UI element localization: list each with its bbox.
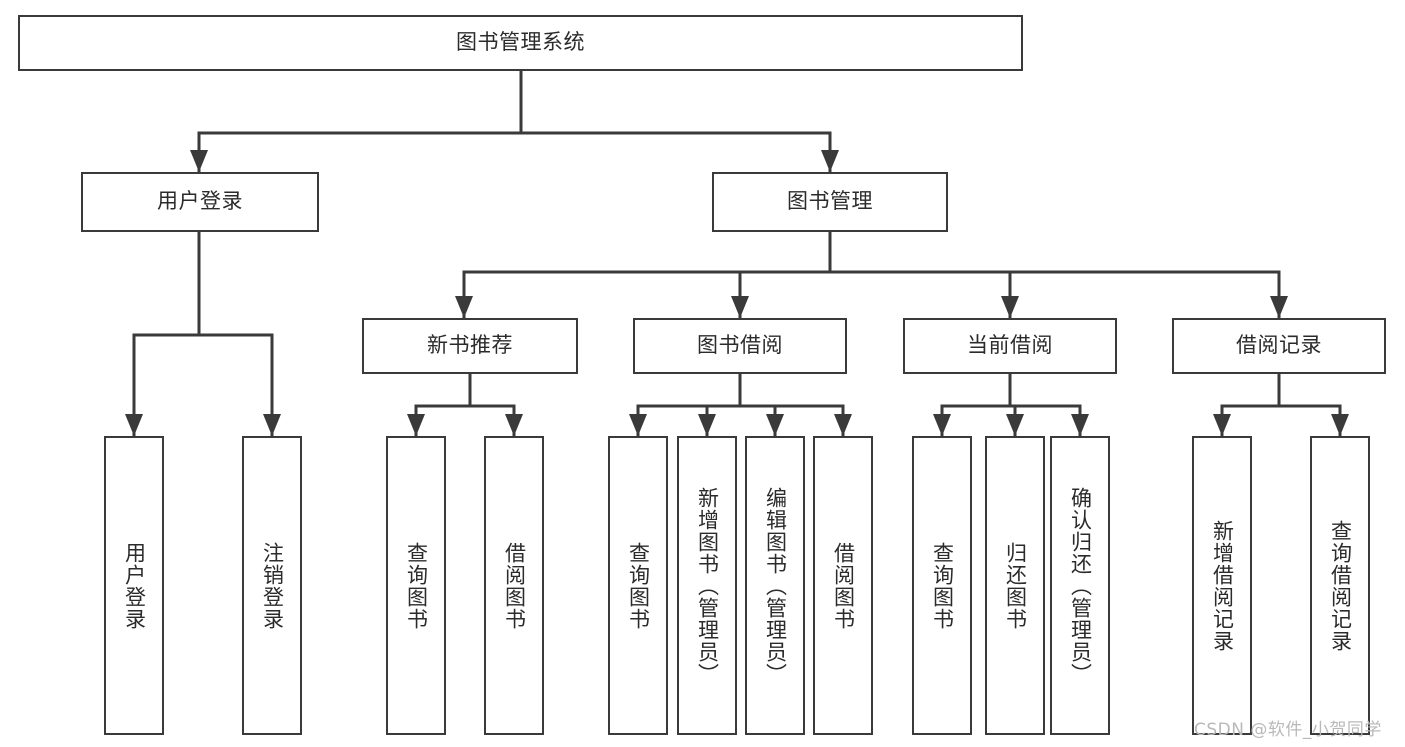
node-leaf-add-book[interactable]: 新增图书（管理员） <box>677 436 737 735</box>
node-label: 图书管理系统 <box>456 30 585 55</box>
node-leaf-query-book-2[interactable]: 查询图书 <box>608 436 668 735</box>
arrowhead-icon <box>505 414 523 436</box>
node-label: 借阅记录 <box>1236 333 1322 358</box>
node-leaf-query-book-3[interactable]: 查询图书 <box>912 436 972 735</box>
node-label: 用户登录 <box>157 189 243 214</box>
arrowhead-icon <box>1001 296 1019 318</box>
node-leaf-borrow-book-2[interactable]: 借阅图书 <box>813 436 873 735</box>
arrowhead-icon <box>1213 414 1231 436</box>
node-label: 归还图书 <box>1003 541 1028 630</box>
node-leaf-edit-book[interactable]: 编辑图书（管理员） <box>745 436 805 735</box>
node-label: 查询借阅记录 <box>1328 519 1353 652</box>
arrowhead-icon <box>263 414 281 436</box>
arrowhead-icon <box>821 150 839 172</box>
node-leaf-logout[interactable]: 注销登录 <box>242 436 302 735</box>
node-leaf-add-record[interactable]: 新增借阅记录 <box>1192 436 1252 735</box>
node-label: 查询图书 <box>930 541 955 630</box>
node-label: 当前借阅 <box>967 333 1053 358</box>
arrowhead-icon <box>1071 414 1089 436</box>
arrowhead-icon <box>407 414 425 436</box>
arrowhead-icon <box>834 414 852 436</box>
node-label: 编辑图书（管理员） <box>763 486 788 685</box>
arrowhead-icon <box>933 414 951 436</box>
node-label: 查询图书 <box>404 541 429 630</box>
node-current-borrow[interactable]: 当前借阅 <box>903 318 1117 374</box>
node-label: 借阅图书 <box>502 541 527 630</box>
node-book-manage[interactable]: 图书管理 <box>712 172 948 232</box>
node-label: 确认归还（管理员） <box>1068 486 1093 685</box>
node-book-borrow[interactable]: 图书借阅 <box>633 318 847 374</box>
node-label: 图书借阅 <box>697 333 783 358</box>
node-label: 用户登录 <box>122 541 147 630</box>
node-leaf-return-book[interactable]: 归还图书 <box>985 436 1045 735</box>
node-user-login[interactable]: 用户登录 <box>81 172 319 232</box>
node-label: 新书推荐 <box>427 333 513 358</box>
node-leaf-borrow-book-1[interactable]: 借阅图书 <box>484 436 544 735</box>
arrowhead-icon <box>1270 296 1288 318</box>
node-label: 注销登录 <box>260 541 285 630</box>
node-root[interactable]: 图书管理系统 <box>18 15 1023 71</box>
arrowhead-icon <box>629 414 647 436</box>
node-leaf-query-record[interactable]: 查询借阅记录 <box>1310 436 1370 735</box>
connector-lines <box>125 69 1349 438</box>
node-label: 新增借阅记录 <box>1210 519 1235 652</box>
node-label: 查询图书 <box>626 541 651 630</box>
node-leaf-confirm-return[interactable]: 确认归还（管理员） <box>1050 436 1110 735</box>
arrowhead-icon <box>1006 414 1024 436</box>
arrowhead-icon <box>731 296 749 318</box>
node-leaf-query-book-1[interactable]: 查询图书 <box>386 436 446 735</box>
arrowhead-icon <box>766 414 784 436</box>
node-label: 新增图书（管理员） <box>695 486 720 685</box>
arrowhead-icon <box>190 150 208 172</box>
node-label: 图书管理 <box>787 189 873 214</box>
node-borrow-record[interactable]: 借阅记录 <box>1172 318 1386 374</box>
arrowhead-icon <box>125 414 143 436</box>
node-new-book-rec[interactable]: 新书推荐 <box>362 318 578 374</box>
arrowhead-icon <box>455 296 473 318</box>
node-leaf-user-login[interactable]: 用户登录 <box>104 436 164 735</box>
arrowhead-icon <box>698 414 716 436</box>
arrowhead-icon <box>1331 414 1349 436</box>
node-label: 借阅图书 <box>831 541 856 630</box>
